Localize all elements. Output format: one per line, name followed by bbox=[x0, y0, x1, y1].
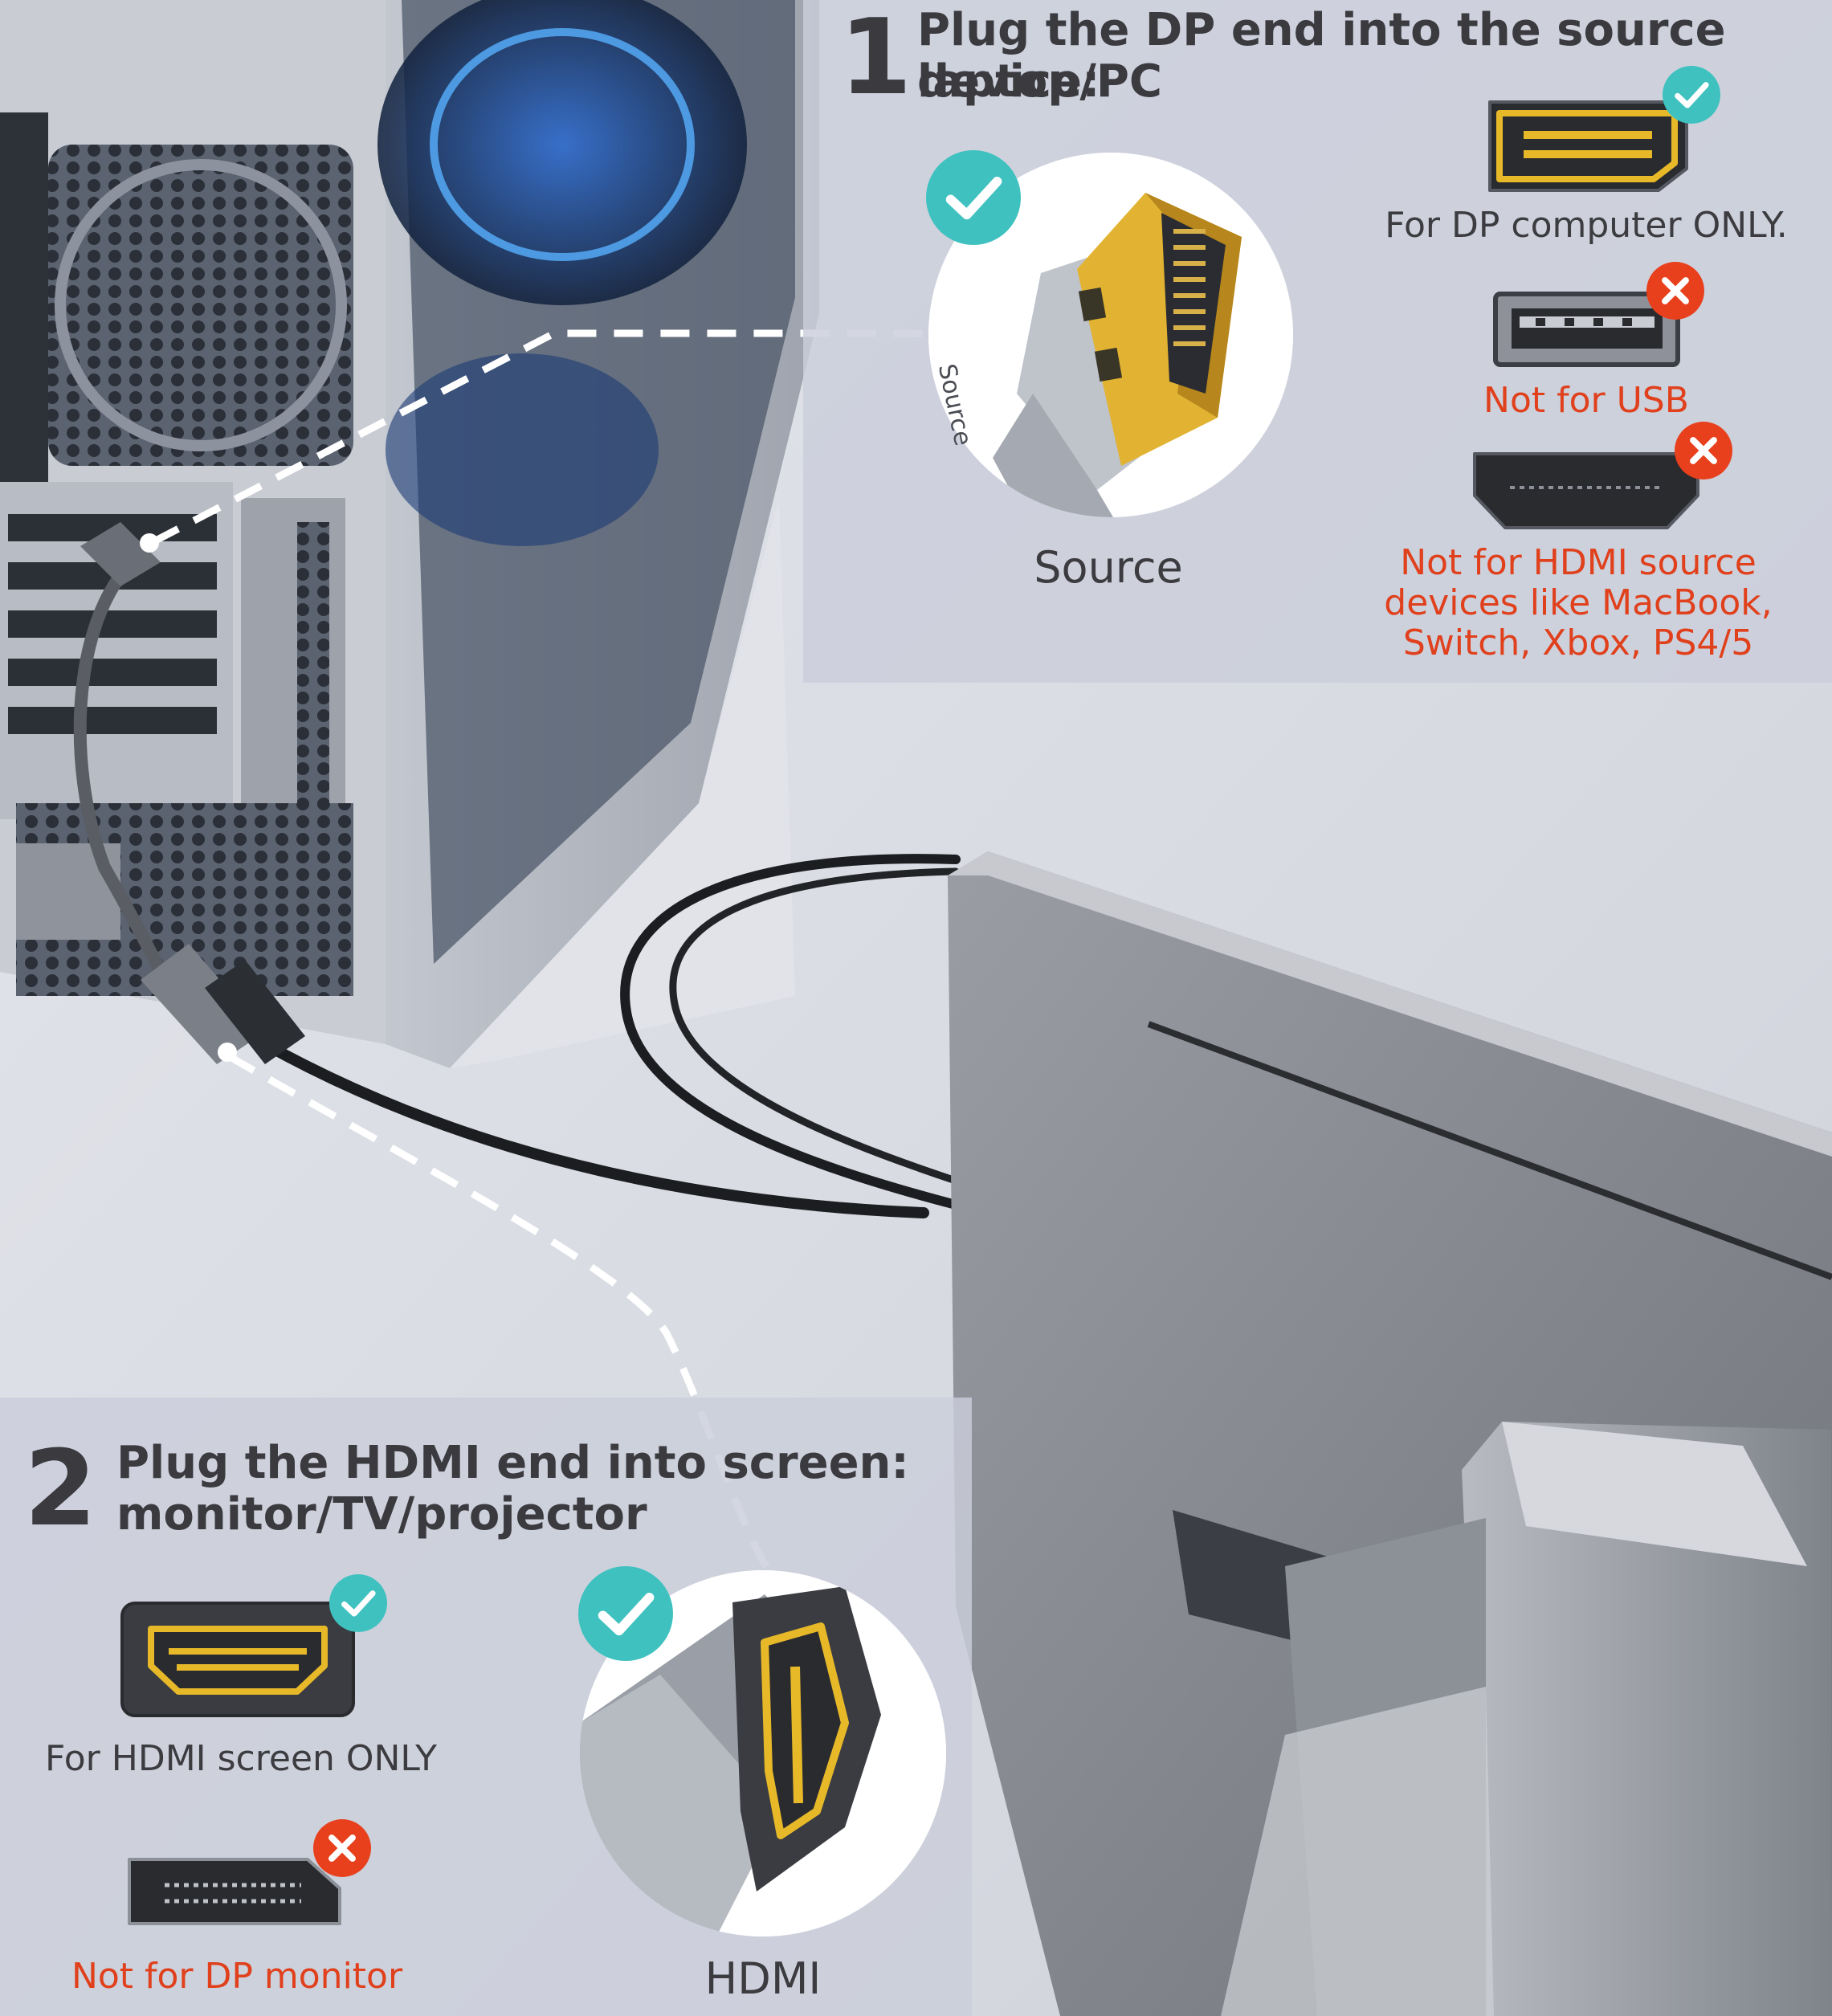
monitor bbox=[948, 851, 1832, 2016]
step1-number: 1 bbox=[839, 0, 912, 118]
adapter-head-dp bbox=[80, 522, 305, 1064]
hdmi-label: HDMI bbox=[704, 1953, 822, 2004]
cross-icon bbox=[1675, 422, 1732, 480]
hdmi-plug-closeup bbox=[580, 1570, 946, 1936]
cross-icon bbox=[1646, 262, 1704, 320]
step1-heading-line1: Plug the DP end into the source device: bbox=[917, 4, 1726, 108]
usb-caption: Not for USB bbox=[1483, 380, 1689, 421]
step2-heading-line1: Plug the HDMI end into screen: bbox=[116, 1437, 909, 1489]
step2-number: 2 bbox=[24, 1427, 97, 1549]
hdmi-screen-caption: For HDMI screen ONLY bbox=[45, 1738, 437, 1779]
hdmi-source-caption-line2: devices like MacBook, bbox=[1384, 582, 1773, 623]
dp-port-icon bbox=[124, 1851, 345, 1932]
hdmi-source-caption-line1: Not for HDMI source bbox=[1400, 542, 1757, 583]
hdmi-port-icon bbox=[119, 1600, 357, 1719]
dp-computer-caption: For DP computer ONLY. bbox=[1385, 205, 1788, 246]
step1-heading-line2: laptop/PC bbox=[917, 55, 1162, 108]
check-icon bbox=[329, 1574, 387, 1632]
usb-port-icon bbox=[1492, 291, 1681, 368]
dp-monitor-caption: Not for DP monitor bbox=[71, 1956, 403, 1997]
cross-icon bbox=[313, 1819, 371, 1877]
check-icon bbox=[578, 1566, 673, 1661]
source-label: Source bbox=[1034, 542, 1183, 593]
hdmi-port-icon bbox=[1470, 447, 1703, 534]
step2-heading-line2: monitor/TV/projector bbox=[116, 1488, 647, 1541]
check-icon bbox=[1663, 66, 1720, 124]
check-icon bbox=[926, 150, 1021, 245]
adapter-cable bbox=[73, 548, 1324, 1834]
hdmi-source-caption-line3: Switch, Xbox, PS4/5 bbox=[1402, 622, 1754, 663]
dp-port-icon bbox=[1482, 92, 1695, 197]
